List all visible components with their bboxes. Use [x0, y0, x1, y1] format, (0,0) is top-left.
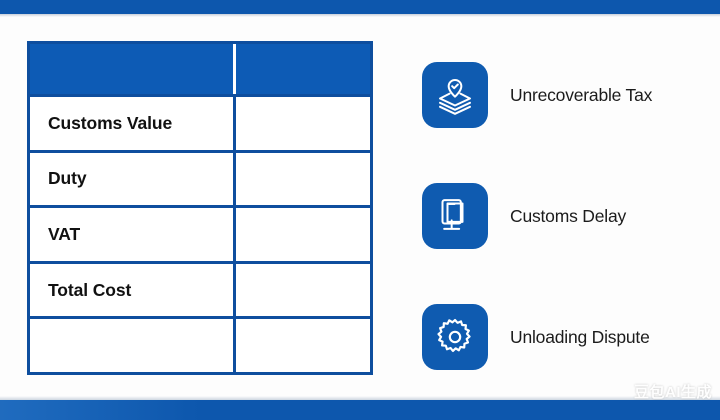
- tablet-monitor-icon: [435, 196, 475, 236]
- list-item-label: Customs Delay: [510, 205, 627, 226]
- issue-step-list: Unrecoverable Tax Customs Delay: [422, 55, 702, 370]
- table-row: Duty: [30, 152, 370, 209]
- row-value-cell: [236, 153, 370, 206]
- customs-cost-table: Customs Value Duty VAT Total Cost: [27, 41, 373, 375]
- icon-tile[interactable]: [422, 62, 488, 128]
- list-item[interactable]: Customs Delay: [422, 183, 626, 249]
- top-accent-bar: [0, 0, 720, 14]
- header-cell-label-column: [30, 44, 236, 94]
- table-row: Customs Value: [30, 97, 370, 153]
- list-item[interactable]: Unrecoverable Tax: [422, 62, 652, 128]
- table-row: [30, 319, 370, 372]
- row-label-text: Customs Value: [48, 112, 173, 133]
- list-item-label: Unloading Dispute: [510, 326, 650, 347]
- bottom-accent-bar: [0, 400, 720, 420]
- gear-icon: [435, 317, 475, 357]
- icon-tile[interactable]: [422, 183, 488, 249]
- row-value-cell: [236, 208, 370, 261]
- row-label-cell: Duty: [30, 152, 236, 206]
- list-item[interactable]: Unloading Dispute: [422, 304, 650, 370]
- bottom-bar-shadow: [0, 396, 720, 400]
- top-bar-shadow: [0, 14, 720, 17]
- row-label-cell: Customs Value: [30, 97, 236, 150]
- row-value-cell: [236, 264, 370, 317]
- list-item-label: Unrecoverable Tax: [510, 84, 653, 105]
- row-value-cell: [236, 97, 370, 150]
- table-row: VAT: [30, 208, 370, 264]
- table-header-row: [30, 44, 370, 97]
- row-label-text: Total Cost: [48, 279, 132, 300]
- watermark-text: 豆包AI生成: [633, 384, 712, 401]
- row-label-cell: Total Cost: [30, 263, 236, 317]
- icon-tile[interactable]: [422, 304, 488, 370]
- header-cell-value-column: [236, 44, 370, 94]
- row-label-text: Duty: [48, 168, 87, 189]
- row-label-cell: [30, 319, 236, 372]
- row-value-cell: [236, 319, 370, 372]
- row-label-cell: VAT: [30, 208, 236, 261]
- location-pin-layers-icon: [435, 75, 475, 115]
- row-label-text: VAT: [48, 223, 81, 244]
- table-row: Total Cost: [30, 263, 370, 320]
